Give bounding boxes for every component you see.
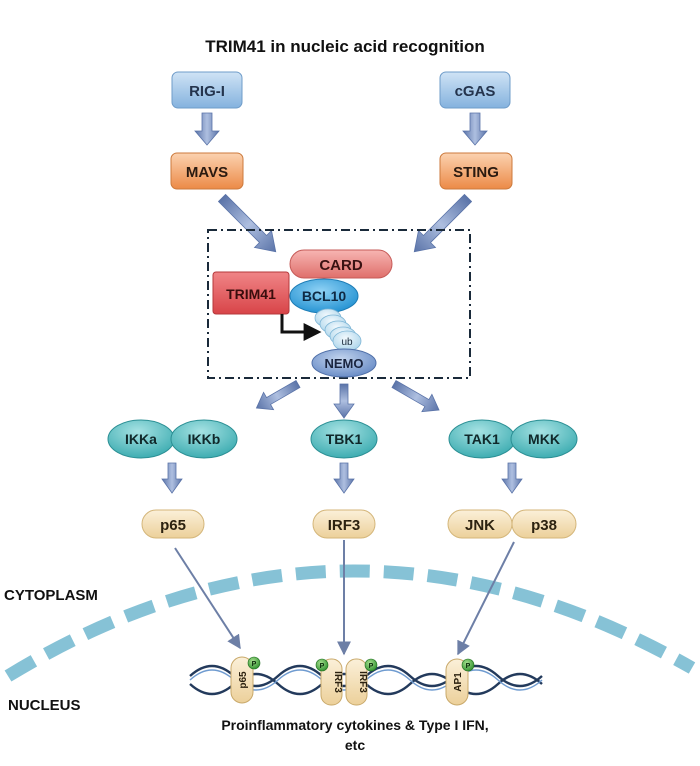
ikkb-node: IKKb	[170, 419, 238, 459]
tbk1-node: TBK1	[310, 419, 378, 459]
signaling-complex-box	[207, 229, 471, 379]
ubiquitin-chain: ub	[314, 308, 362, 352]
dna-irf3-a: IRF3 P	[315, 658, 343, 706]
arrow-cgas-sting	[462, 112, 488, 146]
arrow-tak1-jnk	[501, 462, 523, 494]
arrow-complex-ikk	[255, 379, 301, 411]
jnk-node: JNK	[447, 509, 513, 539]
p38-label: p38	[531, 517, 557, 534]
irf3-label: IRF3	[328, 517, 361, 534]
phospho-label: P	[252, 661, 257, 668]
tbk1-label: TBK1	[326, 431, 363, 447]
dna-irf3-b: IRF3 P	[345, 658, 378, 706]
ikka-node: IKKa	[107, 419, 175, 459]
bcl10-label: BCL10	[302, 288, 347, 304]
phospho-label: P	[466, 663, 471, 670]
dna-irf3-b-label: IRF3	[357, 671, 368, 693]
trim41-label: TRIM41	[226, 286, 276, 302]
arrow-ikk-p65	[161, 462, 183, 494]
card-node: CARD	[289, 249, 393, 279]
card-label: CARD	[319, 257, 362, 274]
dna-p65-label: p65	[238, 671, 249, 689]
nemo-node: NEMO	[311, 348, 377, 378]
mavs-label: MAVS	[186, 164, 228, 181]
p65-node: p65	[141, 509, 205, 539]
dna-ap1-label: AP1	[453, 672, 464, 692]
arrow-p65-translocation	[174, 547, 241, 650]
nucleus-label: NUCLEUS	[8, 697, 81, 714]
arrow-complex-tak1	[391, 379, 440, 413]
arrow-mavs-complex	[217, 193, 277, 253]
nuclear-membrane	[4, 564, 696, 682]
arrow-sting-complex	[413, 193, 473, 253]
rigi-node: RIG-I	[171, 71, 243, 109]
p65-label: p65	[160, 517, 186, 534]
ub-label: ub	[341, 337, 353, 348]
cytoplasm-label: CYTOPLASM	[4, 587, 98, 604]
cgas-label: cGAS	[455, 83, 496, 100]
sting-label: STING	[453, 164, 499, 181]
tak1-label: TAK1	[464, 431, 500, 447]
arrow-complex-tbk1	[333, 383, 355, 419]
trim41-node: TRIM41	[212, 271, 290, 315]
ubiquitination-arrow	[280, 314, 322, 341]
phospho-label: P	[320, 663, 325, 670]
output-line-1: Proinflammatory cytokines & Type I IFN,	[221, 717, 488, 733]
mavs-node: MAVS	[170, 152, 244, 190]
p38-node: p38	[511, 509, 577, 539]
irf3-node: IRF3	[312, 509, 376, 539]
arrow-ap1-translocation	[457, 541, 515, 656]
tak1-node: TAK1	[448, 419, 516, 459]
ikkb-label: IKKb	[188, 431, 221, 447]
ikka-label: IKKa	[125, 431, 157, 447]
mkk-node: MKK	[510, 419, 578, 459]
bcl10-node: BCL10	[289, 278, 359, 314]
jnk-label: JNK	[465, 517, 495, 534]
diagram-title: TRIM41 in nucleic acid recognition	[205, 37, 485, 56]
sting-node: STING	[439, 152, 513, 190]
rigi-label: RIG-I	[189, 83, 225, 100]
mkk-label: MKK	[528, 431, 560, 447]
output-line-2: etc	[345, 737, 365, 753]
dna-ap1: AP1 P	[445, 658, 475, 706]
cgas-node: cGAS	[439, 71, 511, 109]
dna-irf3-a-label: IRF3	[332, 671, 343, 693]
arrow-tbk1-irf3	[333, 462, 355, 494]
phospho-label: P	[369, 663, 374, 670]
nemo-label: NEMO	[325, 356, 364, 371]
dna-p65: p65 P	[230, 656, 261, 704]
arrow-rigi-mavs	[194, 112, 220, 146]
